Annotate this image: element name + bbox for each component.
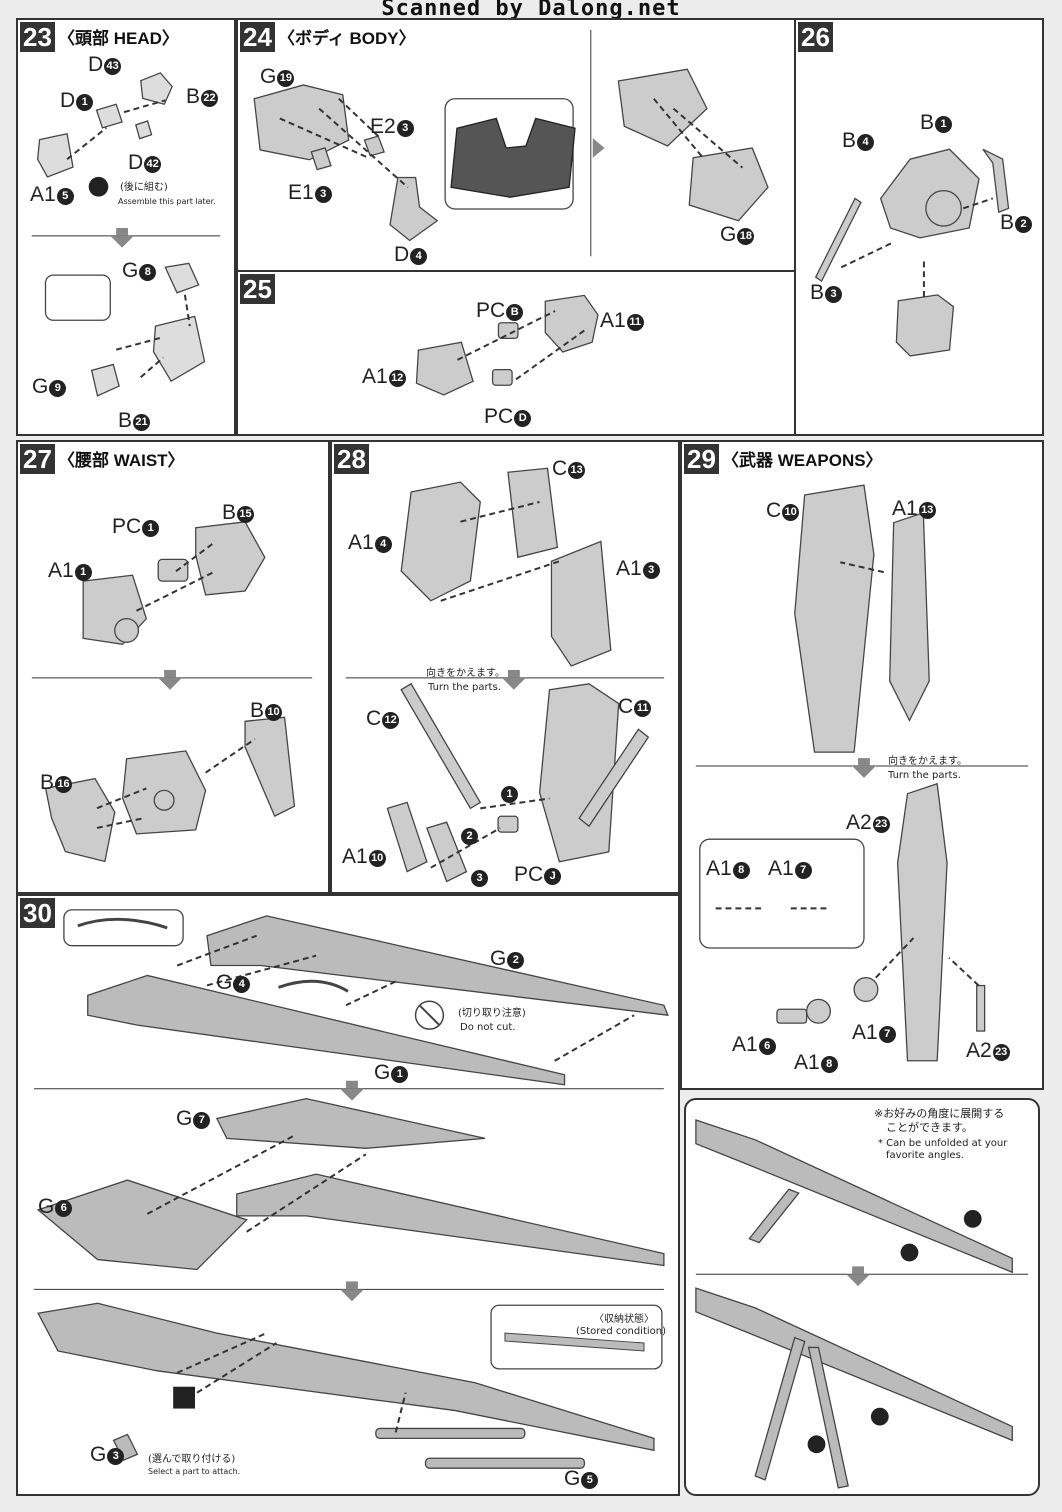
turn-parts-note-en: Turn the parts.: [888, 770, 961, 781]
step-28-illustration: [345, 467, 665, 883]
step-title: 〈頭部 HEAD〉: [58, 29, 179, 48]
step-number: 27: [20, 444, 55, 474]
step-title: 〈ボディ BODY〉: [278, 29, 416, 48]
scan-credit: Scanned by Dalong.net: [381, 0, 681, 18]
body-assembly-illustration: [253, 29, 769, 257]
rifle-assembly-illustration: [34, 909, 669, 1469]
step-number: 29: [684, 444, 719, 474]
unfold-illustration: [695, 1119, 1029, 1489]
step-number: 24: [240, 22, 275, 52]
do-not-cut-note-en: Do not cut.: [460, 1022, 516, 1033]
step-number: 30: [20, 898, 55, 928]
step-25-illustration: [415, 294, 599, 396]
step-number: 23: [20, 22, 55, 52]
head-assembly-illustration: [31, 72, 221, 397]
unfold-panel: ※お好みの角度に展開する ことができます。 * Can be unfolded …: [684, 1098, 1040, 1496]
unfold-note-en-1: * Can be unfolded at your: [878, 1138, 1008, 1149]
assemble-later-note-en: Assemble this part later.: [118, 197, 216, 206]
unfold-note-jp-2: ことができます。: [886, 1121, 973, 1134]
step-marker-2: 2: [460, 824, 478, 846]
step-number: 26: [798, 22, 833, 52]
turn-parts-note-en: Turn the parts.: [428, 682, 501, 693]
stored-condition-jp: 〈収納状態〉: [594, 1314, 654, 1325]
step-title: 〈腰部 WAIST〉: [58, 451, 185, 470]
step-number: 28: [334, 444, 369, 474]
select-part-note-en: Select a part to attach.: [148, 1467, 241, 1476]
turn-parts-note-jp: 向きをかえます。: [426, 668, 505, 679]
step-number: 25: [240, 274, 275, 304]
assemble-later-note-jp: (後に組む): [120, 182, 168, 193]
select-part-note-jp: (選んで取り付ける): [148, 1454, 236, 1465]
weapons-assembly-illustration: [695, 484, 1029, 1062]
step-26-illustration: [814, 148, 1010, 357]
step-marker-3: 3: [470, 866, 488, 888]
step-title: 〈武器 WEAPONS〉: [722, 451, 883, 470]
unfold-note-en-2: favorite angles.: [886, 1150, 964, 1161]
waist-assembly-illustration: [31, 521, 313, 863]
turn-parts-note-jp: 向きをかえます。: [888, 756, 967, 767]
step-marker-1: 1: [500, 782, 518, 804]
do-not-cut-note-jp: (切り取り注意): [458, 1008, 526, 1019]
unfold-note-jp-1: ※お好みの角度に展開する: [874, 1107, 1005, 1120]
stored-condition-en: (Stored condition): [576, 1326, 666, 1337]
